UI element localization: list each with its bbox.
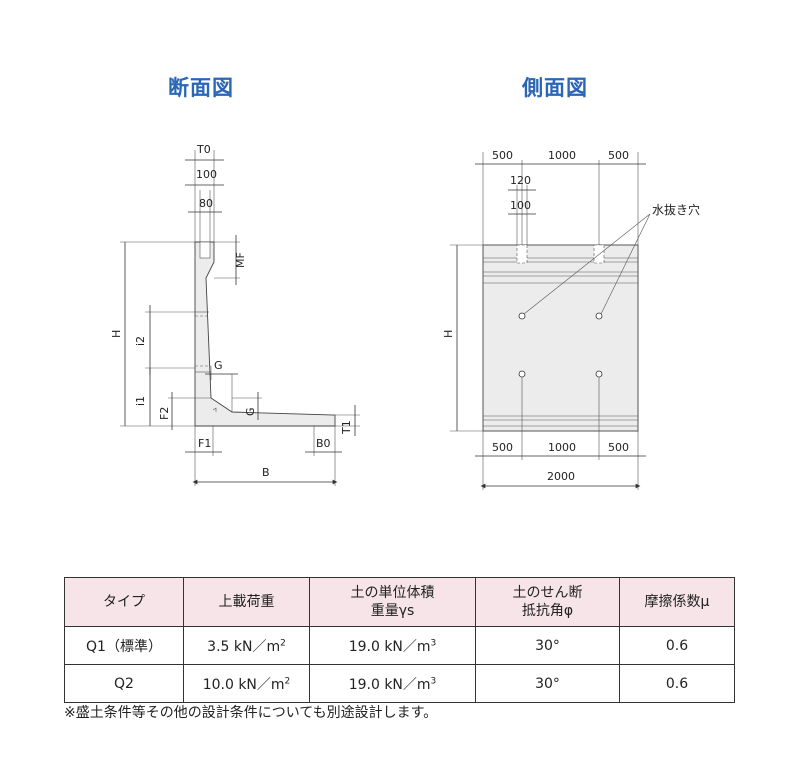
- header-type: タイプ: [64, 577, 184, 627]
- label-top-500-right: 500: [608, 149, 629, 162]
- label-G-side: G: [244, 407, 257, 416]
- label-B0: B0: [316, 437, 331, 450]
- label-100-section: 100: [196, 168, 217, 181]
- header-load: 上載荷重: [183, 577, 310, 627]
- label-bottom-500-right: 500: [608, 441, 629, 454]
- drain-hole: [518, 312, 526, 320]
- cell-type: Q1（標準）: [64, 626, 184, 665]
- section-body: [194, 241, 336, 427]
- table-row: Q2 10.0 kN／m2 19.0 kN／m3 30° 0.6: [64, 664, 735, 703]
- design-conditions-table: タイプ 上載荷重 土の単位体積重量γs 土のせん断抵抗角φ 摩擦係数μ Q1（標…: [64, 577, 735, 703]
- drain-hole: [518, 370, 526, 378]
- table-row: Q1（標準） 3.5 kN／m2 19.0 kN／m3 30° 0.6: [64, 626, 735, 665]
- drain-hole: [595, 312, 603, 320]
- label-top-500-left: 500: [492, 149, 513, 162]
- label-i2: i2: [134, 336, 147, 346]
- design-note: ※盛土条件等その他の設計条件についても別途設計します。: [64, 705, 438, 721]
- side-body: [482, 244, 639, 432]
- label-MF: MF: [234, 252, 247, 268]
- label-drain-hole: 水抜き穴: [652, 202, 700, 217]
- header-friction: 摩擦係数μ: [619, 577, 735, 627]
- label-F2: F2: [158, 407, 171, 420]
- label-T1: T1: [340, 420, 353, 435]
- header-shear-angle: 土のせん断抵抗角φ: [475, 577, 620, 627]
- label-i1: i1: [134, 396, 147, 406]
- label-G-top: G: [214, 359, 223, 372]
- label-120: 120: [510, 174, 531, 187]
- label-B: B: [262, 466, 270, 479]
- cell-type: Q2: [64, 664, 184, 703]
- cell-angle: 30°: [475, 626, 620, 665]
- cell-unit-weight: 19.0 kN／m3: [309, 664, 476, 703]
- drawings: T0 100 80 MF H i2 i1 F2 G: [110, 143, 700, 490]
- label-F1: F1: [198, 437, 211, 450]
- side-view-title: 側面図: [522, 76, 588, 100]
- label-bottom-1000: 1000: [548, 441, 576, 454]
- label-100-side: 100: [510, 199, 531, 212]
- section-view-title: 断面図: [168, 76, 234, 100]
- cell-load: 10.0 kN／m2: [183, 664, 310, 703]
- label-H-side: H: [442, 330, 455, 338]
- header-unit-weight: 土の単位体積重量γs: [309, 577, 476, 627]
- label-T0: T0: [196, 143, 211, 156]
- cell-unit-weight: 19.0 kN／m3: [309, 626, 476, 665]
- side-view-drawing: 水抜き穴 500 1000 500 120 100 H 500 1000 500…: [442, 149, 700, 490]
- label-H-section: H: [110, 330, 123, 338]
- top-slot: [199, 241, 211, 259]
- label-total-2000: 2000: [547, 470, 575, 483]
- label-bottom-500-left: 500: [492, 441, 513, 454]
- label-80: 80: [199, 197, 213, 210]
- section-view-drawing: T0 100 80 MF H i2 i1 F2 G: [110, 143, 360, 486]
- drain-hole: [595, 370, 603, 378]
- cell-friction: 0.6: [619, 664, 735, 703]
- cell-friction: 0.6: [619, 626, 735, 665]
- cell-load: 3.5 kN／m2: [183, 626, 310, 665]
- cell-angle: 30°: [475, 664, 620, 703]
- label-top-1000: 1000: [548, 149, 576, 162]
